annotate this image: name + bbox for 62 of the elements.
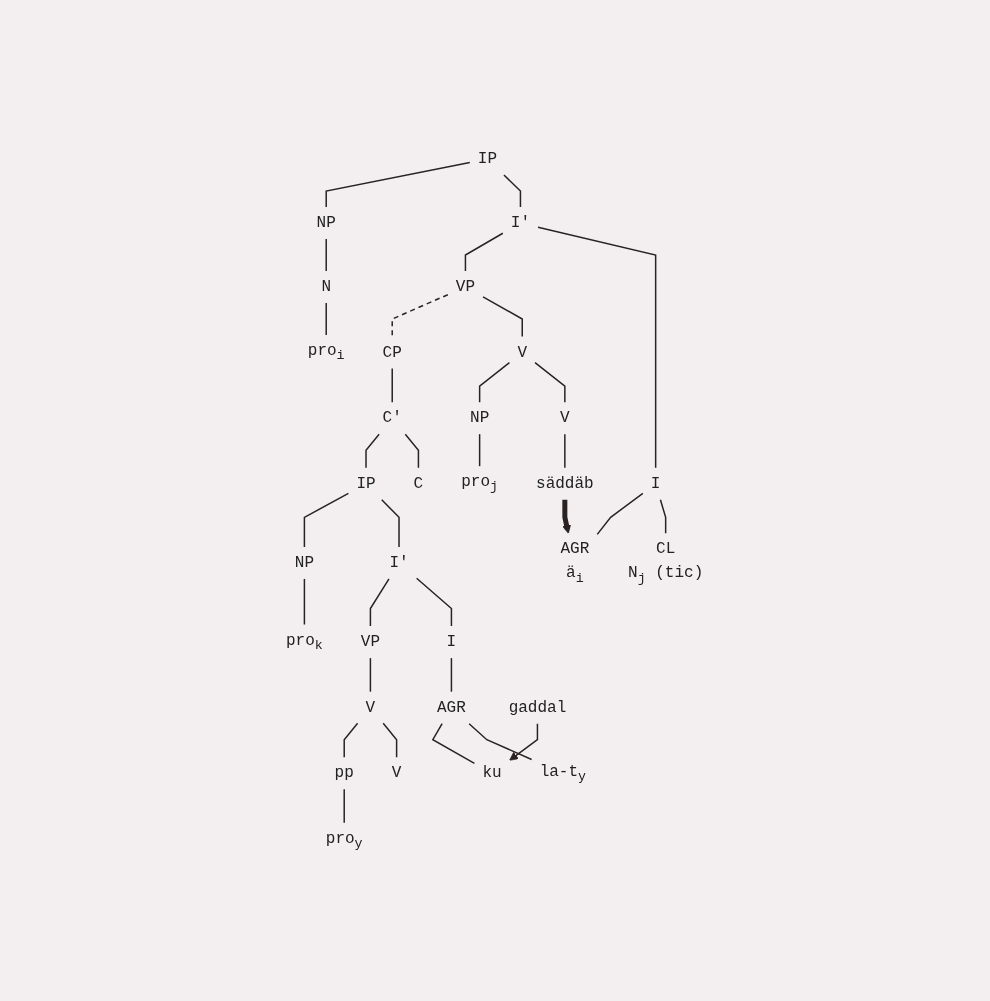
connector xyxy=(416,577,453,627)
connector xyxy=(479,361,511,403)
node-text: ku xyxy=(482,764,502,783)
node-text: VP xyxy=(361,633,381,652)
arrow xyxy=(562,499,572,534)
node-text: V xyxy=(560,409,571,428)
connector xyxy=(468,722,533,761)
connector xyxy=(370,578,391,627)
node-text: IP xyxy=(356,474,376,493)
node-text: IP xyxy=(478,149,498,168)
connector xyxy=(537,226,657,469)
node-text: I xyxy=(651,474,661,493)
node-label: (tic) xyxy=(655,564,704,583)
node-text: N xyxy=(321,277,332,296)
connector xyxy=(325,302,328,336)
node-text: V xyxy=(392,764,402,783)
node-text: säddäb xyxy=(536,474,595,493)
node-text: pro$_{k}$ xyxy=(286,631,324,653)
node-text: pro$_{j}$ xyxy=(461,473,499,495)
connector xyxy=(660,499,667,535)
node-text: I' xyxy=(389,553,409,572)
connector xyxy=(482,296,524,338)
node-text: pro$_{y}$ xyxy=(326,829,363,852)
connector xyxy=(370,657,372,693)
connector xyxy=(432,722,476,764)
node-text: C xyxy=(413,474,424,493)
node-text: V xyxy=(517,343,528,362)
node-text: AGR xyxy=(437,698,467,717)
connector xyxy=(391,367,394,403)
node-text: NP xyxy=(295,553,315,572)
connector xyxy=(304,578,306,626)
connector xyxy=(381,499,401,548)
node-text: pp xyxy=(334,764,355,783)
node-text: NP xyxy=(470,409,490,428)
connector xyxy=(325,161,471,208)
connector xyxy=(343,722,359,758)
connector xyxy=(343,788,346,824)
connector xyxy=(365,433,381,469)
connector xyxy=(479,433,481,467)
arrow xyxy=(509,722,539,761)
connector xyxy=(382,722,398,758)
connector xyxy=(325,238,328,272)
node-text: V xyxy=(365,698,376,717)
node-text: AGR ä$_{i}$ xyxy=(560,540,590,586)
node-text: gaddal xyxy=(508,698,567,717)
connector xyxy=(503,174,522,208)
connector xyxy=(391,293,449,338)
node-text: CP xyxy=(382,343,403,362)
node-text: la-t$_{y}$ xyxy=(539,762,587,784)
node-text: VP xyxy=(456,277,476,296)
connector xyxy=(596,492,644,536)
node-text: pro$_{i}$ xyxy=(308,341,345,364)
connector xyxy=(534,361,566,403)
node-text: I' xyxy=(511,213,531,232)
node-text: NP xyxy=(316,213,337,232)
node-text: C' xyxy=(382,409,403,428)
connector xyxy=(304,492,350,548)
node-text: I xyxy=(446,633,457,652)
connector xyxy=(404,433,420,469)
connector xyxy=(451,657,453,693)
connector xyxy=(564,433,566,469)
connector xyxy=(465,232,504,272)
